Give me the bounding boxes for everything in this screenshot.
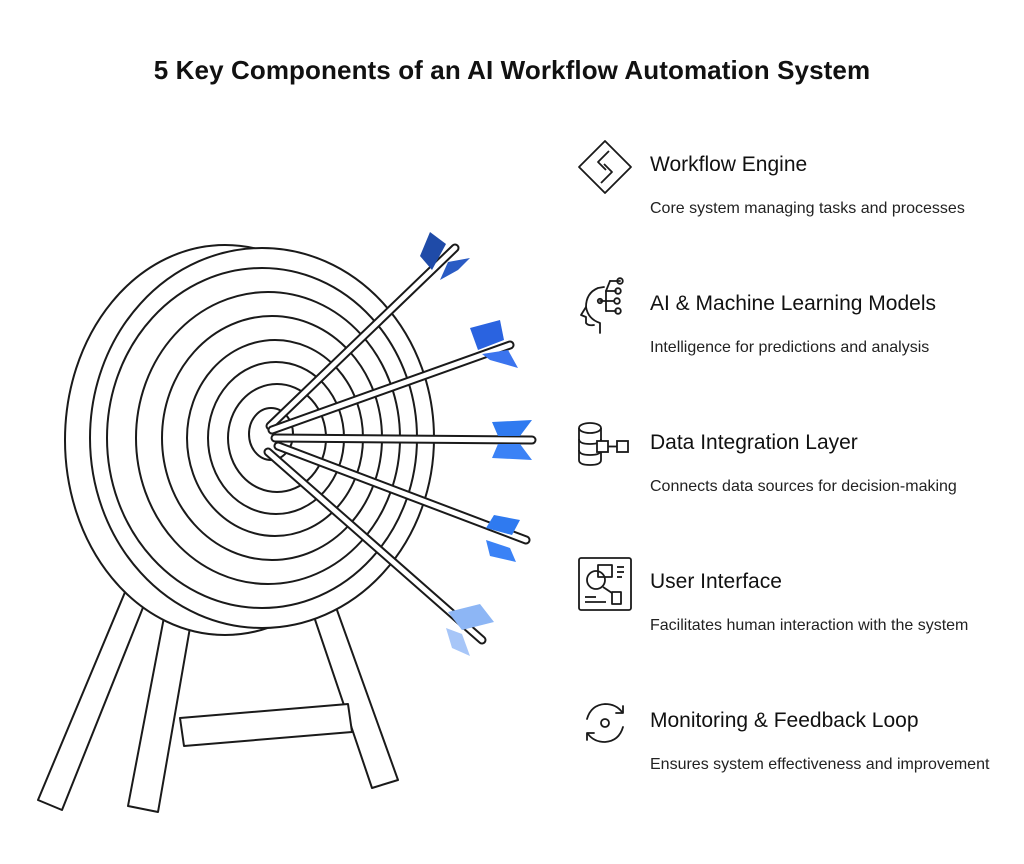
- component-description: Intelligence for predictions and analysi…: [650, 339, 930, 356]
- component-description: Ensures system effectiveness and improve…: [650, 756, 990, 773]
- page-title: 5 Key Components of an AI Workflow Autom…: [153, 55, 871, 85]
- stand-crossbar: [179, 703, 353, 747]
- target-body: [64, 244, 435, 636]
- component-heading: User Interface: [650, 570, 782, 593]
- feedback-loop-icon: [586, 703, 624, 743]
- database-connect-icon: [578, 422, 629, 466]
- stand-leg-center: [127, 611, 193, 813]
- component-heading: Workflow Engine: [650, 153, 808, 176]
- arrow-3: [270, 420, 537, 460]
- arrow-2: [267, 320, 518, 435]
- workflow-engine-icon: [578, 140, 632, 194]
- component-heading: Data Integration Layer: [650, 431, 858, 454]
- target-illustration: [37, 232, 537, 813]
- component-heading: Monitoring & Feedback Loop: [650, 709, 919, 732]
- component-description: Connects data sources for decision-makin…: [650, 478, 957, 495]
- component-description: Core system managing tasks and processes: [650, 200, 965, 217]
- component-heading: AI & Machine Learning Models: [650, 292, 936, 315]
- arrows: [263, 232, 537, 656]
- component-description: Facilitates human interaction with the s…: [650, 617, 969, 634]
- arrow-1: [265, 232, 470, 431]
- arrow-5: [263, 447, 494, 656]
- user-interface-icon: [578, 557, 632, 611]
- ai-head-network-icon: [580, 277, 624, 334]
- arrow-4: [273, 441, 531, 562]
